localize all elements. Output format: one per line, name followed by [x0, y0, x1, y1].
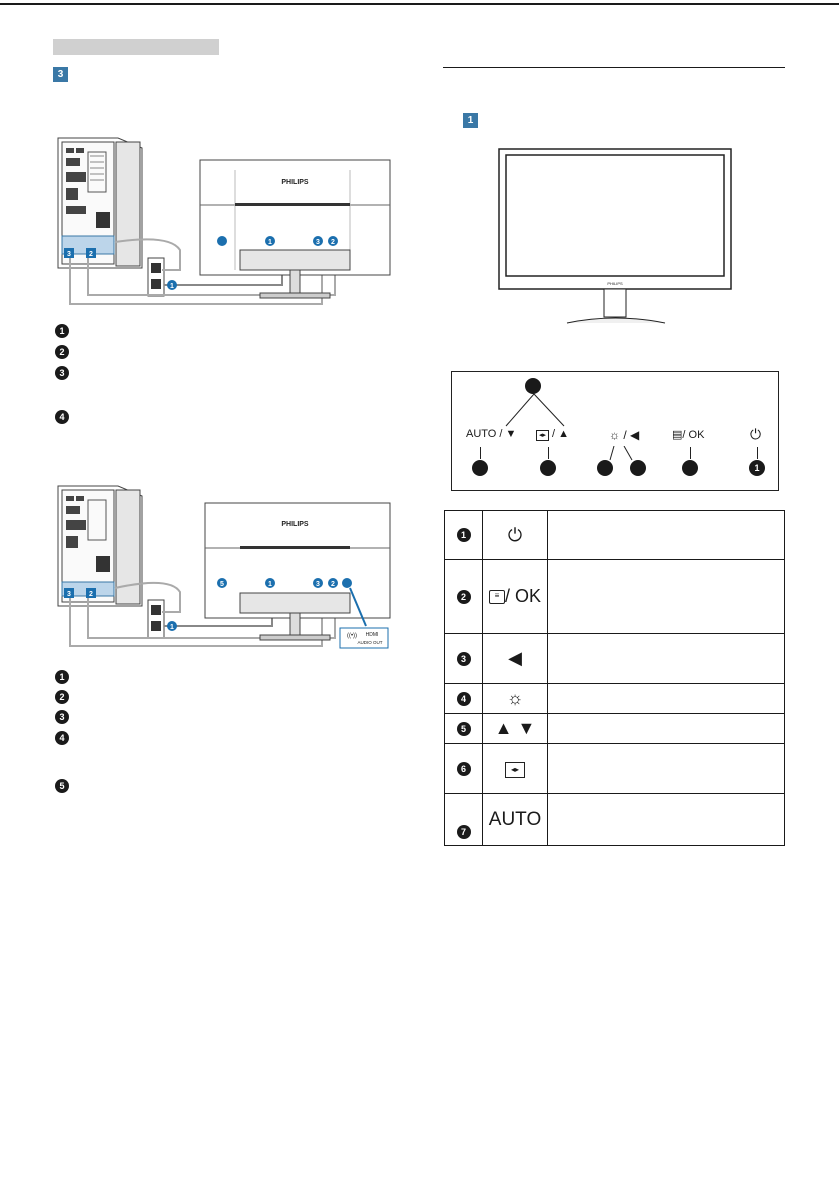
up-triangle-icon: ▲	[558, 428, 570, 440]
list2-item-4: 4	[55, 731, 69, 745]
button-panel: AUTO / ▼ ◂▸ / ▲ ☼ / ◀ ▤/ OK ⏻ 1	[451, 371, 779, 491]
svg-text:PHILIPS: PHILIPS	[607, 281, 623, 286]
auto-down-label: AUTO / ▼	[466, 428, 517, 440]
svg-text:5: 5	[220, 581, 224, 588]
svg-text:1: 1	[268, 239, 272, 246]
table-row: 1 ⏻	[444, 510, 785, 560]
pc-tower	[57, 137, 143, 269]
menu-ok-icon: ≡/ OK	[488, 586, 541, 606]
power-icon: ⏻	[507, 524, 523, 545]
list1-item-1: 1	[55, 324, 69, 338]
svg-text:2: 2	[331, 581, 335, 588]
svg-text:1: 1	[170, 283, 174, 290]
svg-text:3: 3	[67, 251, 71, 258]
section-header-bar	[53, 39, 219, 55]
table-row: 5 ▲ ▼	[444, 713, 785, 744]
power-icon: ⏻	[750, 426, 762, 442]
svg-text:AUDIO OUT: AUDIO OUT	[357, 640, 382, 645]
svg-text:2: 2	[331, 239, 335, 246]
section-rule	[443, 67, 785, 68]
brightness-icon: ☼	[609, 428, 620, 442]
table-row: 4 ☼	[444, 683, 785, 714]
panel-callout-7	[472, 460, 488, 476]
svg-text:3: 3	[316, 581, 320, 588]
svg-text:((•)): ((•))	[347, 633, 357, 639]
panel-callout-3	[630, 460, 646, 476]
list2-item-2: 2	[55, 690, 69, 704]
controls-table: 1 ⏻ 2 ≡/ OK 3 ◀ 4 ☼ 5 ▲ ▼ 6 ◂▸ 7 AUTO	[444, 510, 785, 846]
svg-text:PHILIPS: PHILIPS	[281, 521, 309, 528]
down-triangle-icon: ▼	[502, 428, 517, 440]
list2-item-3: 3	[55, 710, 69, 724]
monitor-front-illustration: PHILIPS	[498, 148, 732, 324]
row-number: 3	[456, 651, 471, 666]
panel-callout-1: 1	[749, 460, 765, 476]
row-number: 6	[456, 761, 471, 776]
brightness-left-label: ☼ / ◀	[609, 428, 640, 442]
row-number: 4	[456, 691, 471, 706]
list1-item-2: 2	[55, 345, 69, 359]
row-number: 5	[456, 721, 471, 736]
panel-callout-top	[525, 378, 541, 394]
svg-text:HDMI: HDMI	[366, 632, 379, 638]
panel-callout-6	[540, 460, 556, 476]
connection-diagram-vga: PHILIPS 1 3 2 3 2 1	[57, 137, 391, 305]
row-number: 7	[456, 825, 471, 839]
svg-text:2: 2	[89, 251, 93, 258]
svg-text:1: 1	[268, 581, 272, 588]
left-triangle-icon: ◀	[630, 428, 640, 442]
auto-text: AUTO	[488, 808, 542, 830]
up-down-arrows-icon: ▲ ▼	[494, 718, 536, 738]
table-row: 2 ≡/ OK	[444, 559, 785, 634]
svg-text:3: 3	[316, 239, 320, 246]
top-rule	[0, 3, 839, 5]
brightness-icon: ☼	[506, 688, 524, 708]
table-row: 3 ◀	[444, 633, 785, 684]
row-number: 1	[456, 528, 471, 542]
list1-item-4: 4	[55, 410, 69, 424]
svg-text:2: 2	[89, 591, 93, 598]
panel-callout-2	[682, 460, 698, 476]
step-marker: 3	[53, 67, 68, 82]
list1-item-3: 3	[55, 366, 69, 380]
aspect-up-label: ◂▸ / ▲	[536, 428, 569, 441]
svg-text:3: 3	[67, 591, 71, 598]
list2-item-5: 5	[55, 779, 69, 793]
monitor-brand: PHILIPS	[281, 179, 309, 186]
table-row: 6 ◂▸	[444, 743, 785, 794]
row-number: 2	[456, 589, 471, 604]
left-arrow-icon: ◀	[508, 648, 522, 668]
step-marker: 1	[463, 113, 478, 128]
panel-callout-4	[597, 460, 613, 476]
aspect-ratio-icon: ◂▸	[536, 430, 549, 441]
aspect-ratio-icon: ◂▸	[505, 762, 525, 778]
menu-icon: ▤	[672, 429, 683, 441]
menu-ok-label: ▤/ OK	[672, 429, 705, 441]
svg-text:1: 1	[170, 624, 174, 631]
list2-item-1: 1	[55, 670, 69, 684]
table-row: 7 AUTO	[444, 793, 785, 846]
connection-diagram-hdmi: PHILIPS 5 1 3 2 ((•)) HDMI AUDIO OUT 3 2…	[57, 485, 391, 649]
